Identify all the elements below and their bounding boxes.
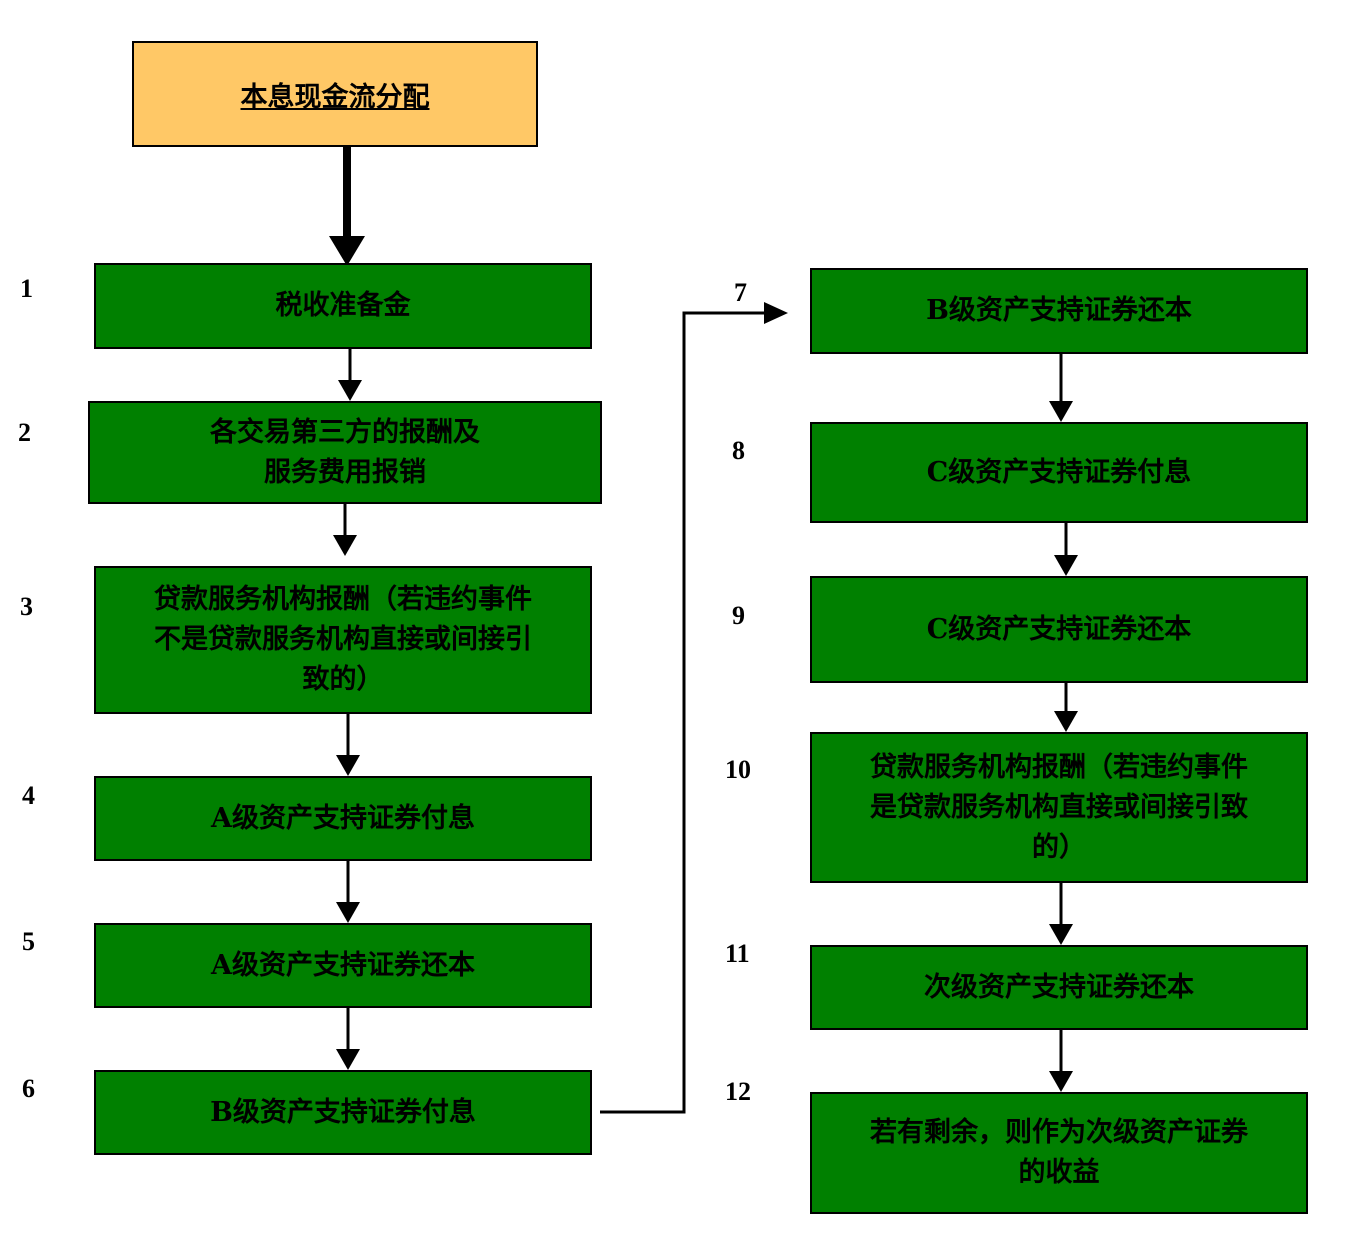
arrowhead-3-to-4 [336, 755, 360, 776]
step-box-11: 次级资产支持证券还本 [810, 945, 1308, 1030]
step-label-2: 各交易第三方的报酬及 服务费用报销 [210, 416, 480, 488]
arrowhead-5-to-6 [336, 1049, 360, 1070]
step-label-8: C级资产支持证券付息 [926, 456, 1192, 488]
step-number-5: 5 [22, 927, 35, 956]
diagram-title: 本息现金流分配 [240, 81, 430, 113]
arrowhead-2-to-3 [333, 535, 357, 556]
step-number-4: 4 [22, 781, 35, 810]
step-box-9: C级资产支持证券还本 [810, 576, 1308, 683]
step-label-7: B级资产支持证券还本 [926, 295, 1192, 326]
header-box: 本息现金流分配 [132, 41, 538, 147]
step-box-3: 贷款服务机构报酬（若违约事件 不是贷款服务机构直接或间接引 致的） [94, 566, 592, 714]
step-label-4: A级资产支持证券付息 [211, 802, 475, 834]
step-box-4: A级资产支持证券付息 [94, 776, 592, 861]
step-number-9: 9 [732, 601, 745, 630]
step-label-3: 贷款服务机构报酬（若违约事件 不是贷款服务机构直接或间接引 致的） [154, 584, 532, 695]
step-label-11: 次级资产支持证券还本 [924, 971, 1194, 1003]
step-number-10: 10 [725, 755, 751, 784]
step-number-2: 2 [18, 418, 31, 447]
step-box-5: A级资产支持证券还本 [94, 923, 592, 1008]
step-label-12: 若有剩余，则作为次级资产证券 的收益 [870, 1117, 1248, 1188]
step-box-7: B级资产支持证券还本 [810, 268, 1308, 354]
arrowhead-7-to-8 [1049, 401, 1073, 422]
step-number-7: 7 [734, 278, 747, 307]
step-number-1: 1 [20, 274, 33, 303]
arrowhead-6-to-7 [764, 302, 788, 324]
step-label-10: 贷款服务机构报酬（若违约事件 是贷款服务机构直接或间接引致 的） [870, 751, 1248, 863]
arrowhead-9-to-10 [1054, 711, 1078, 732]
arrowhead-8-to-9 [1054, 555, 1078, 576]
step-label-6: B级资产支持证券付息 [210, 1096, 476, 1128]
step-number-11: 11 [725, 939, 750, 968]
step-box-6: B级资产支持证券付息 [94, 1070, 592, 1155]
step-number-6: 6 [22, 1074, 35, 1103]
step-box-12: 若有剩余，则作为次级资产证券 的收益 [810, 1092, 1308, 1214]
step-label-1: 税收准备金 [275, 290, 411, 321]
step-number-12: 12 [725, 1077, 751, 1106]
step-box-10: 贷款服务机构报酬（若违约事件 是贷款服务机构直接或间接引致 的） [810, 732, 1308, 883]
arrowhead-10-to-11 [1049, 924, 1073, 945]
step-label-5: A级资产支持证券还本 [211, 949, 475, 981]
arrowhead-4-to-5 [336, 902, 360, 923]
step-box-2: 各交易第三方的报酬及 服务费用报销 [88, 401, 602, 504]
arrowhead-header-to-step-1 [329, 236, 365, 266]
step-box-1: 税收准备金 [94, 263, 592, 349]
step-label-9: C级资产支持证券还本 [926, 613, 1192, 645]
step-box-8: C级资产支持证券付息 [810, 422, 1308, 523]
arrowhead-1-to-2 [338, 380, 362, 401]
arrow-6-to-7 [600, 311, 766, 1114]
step-number-8: 8 [732, 436, 745, 465]
arrowhead-11-to-12 [1049, 1071, 1073, 1092]
step-number-3: 3 [20, 592, 33, 621]
